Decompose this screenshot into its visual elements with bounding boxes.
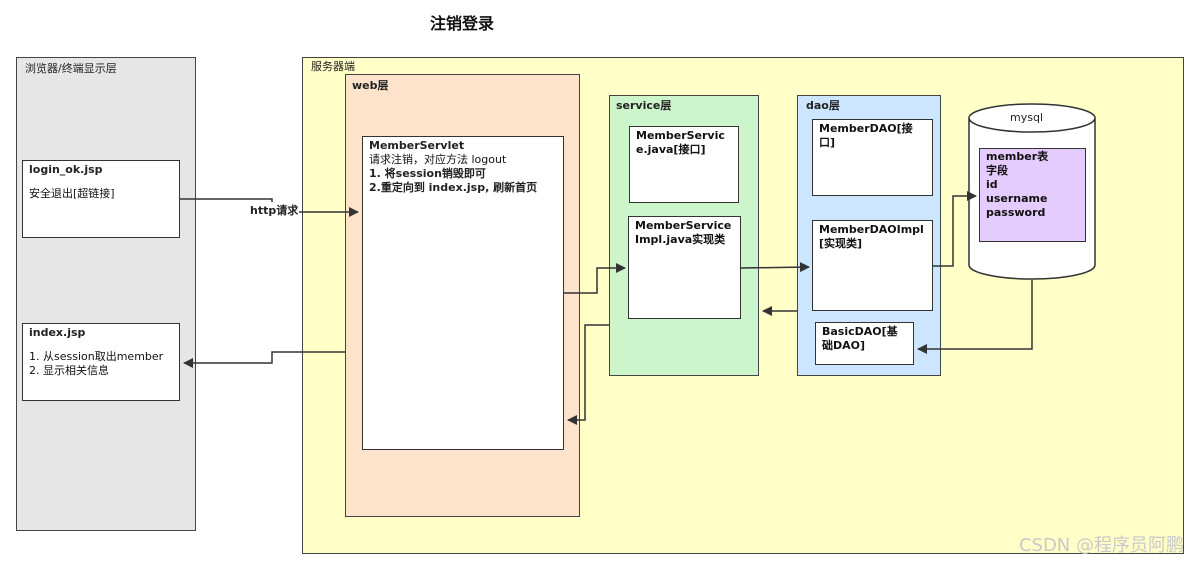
dao-layer-label: dao层	[806, 99, 840, 112]
browser-layer-label: 浏览器/终端显示层	[25, 62, 117, 75]
basic-dao-box: BasicDAO[基础DAO]	[815, 322, 914, 365]
mysql-to-basicdao-arrow	[917, 280, 1033, 354]
member-table-box: member表 字段 id username password	[979, 148, 1086, 242]
member-servlet-line2: 1. 将session销毁即可	[369, 167, 486, 180]
login-ok-jsp-box: login_ok.jsp 安全退出[超链接]	[22, 160, 180, 238]
diagram-title: 注销登录	[430, 14, 495, 33]
member-table-field: username	[986, 192, 1048, 205]
logout-link-text: 安全退出[超链接]	[29, 187, 115, 200]
watermark: CSDN @程序员阿鹏	[1018, 535, 1184, 556]
browser-layer-panel: 浏览器/终端显示层	[16, 57, 196, 531]
redirect-to-index-arrow	[183, 351, 345, 368]
index-jsp-box: index.jsp 1. 从session取出member 2. 显示相关信息	[22, 323, 180, 401]
web-layer-label: web层	[352, 79, 389, 92]
member-service-impl-text: MemberServiceImpl.java实现类	[635, 219, 732, 246]
member-dao-impl-box: MemberDAOImpl[实现类]	[812, 220, 933, 311]
member-service-interface-box: MemberService.java[接口]	[629, 126, 739, 203]
member-dao-interface-box: MemberDAO[接口]	[812, 119, 933, 196]
servlet-to-service-arrow	[564, 263, 626, 294]
index-jsp-line1: 1. 从session取出member	[29, 350, 164, 363]
member-dao-impl-text: MemberDAOImpl[实现类]	[819, 223, 924, 250]
member-service-impl-box: MemberServiceImpl.java实现类	[628, 216, 741, 319]
service-to-dao-arrow	[740, 262, 810, 273]
member-table-field: password	[986, 206, 1046, 219]
index-jsp-name: index.jsp	[29, 326, 86, 339]
mysql-label: mysql	[1010, 111, 1043, 124]
basic-dao-text: BasicDAO[基础DAO]	[822, 325, 898, 352]
dao-to-mysql-arrow	[933, 191, 977, 267]
service-to-servlet-return-arrow	[567, 324, 609, 425]
member-servlet-line3: 2.重定向到 index.jsp, 刷新首页	[369, 181, 538, 194]
member-dao-interface-text: MemberDAO[接口]	[819, 122, 913, 149]
member-servlet-line1: 请求注销，对应方法 logout	[369, 153, 507, 166]
member-table-name: member表	[986, 150, 1049, 163]
member-table-field-header: 字段	[986, 164, 1008, 177]
index-jsp-line2: 2. 显示相关信息	[29, 364, 109, 377]
http-request-label: http请求	[249, 202, 300, 218]
server-label: 服务器端	[311, 60, 355, 73]
login-ok-jsp-name: login_ok.jsp	[29, 163, 103, 176]
member-table-field: id	[986, 178, 998, 191]
service-layer-label: service层	[616, 99, 672, 112]
member-servlet-box: MemberServlet 请求注销，对应方法 logout 1. 将sessi…	[362, 136, 564, 450]
member-service-interface-text: MemberService.java[接口]	[636, 129, 725, 156]
member-servlet-name: MemberServlet	[369, 139, 465, 152]
